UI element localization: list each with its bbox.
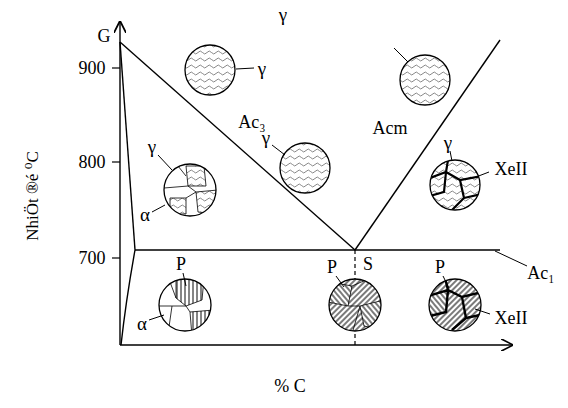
austenite-micro (400, 55, 450, 105)
phase-label: P (435, 258, 445, 276)
leader-line (443, 276, 449, 288)
point-label: S (363, 255, 373, 273)
axis-tick (112, 257, 120, 258)
austenite-ground (428, 158, 484, 214)
leader-lines (149, 48, 490, 320)
leader-line (183, 273, 186, 286)
line-label: Acm (373, 119, 408, 137)
phase-label: α (137, 314, 147, 333)
circle-outline (429, 279, 481, 331)
ac1-line (135, 249, 500, 250)
leader-line (236, 68, 254, 69)
axis-title: % C (274, 377, 306, 395)
gp-line (120, 42, 135, 250)
ac3-line (120, 42, 355, 250)
phase-label: α (140, 205, 150, 224)
ferrite-pearlite-micro (155, 275, 215, 336)
phase-label: P (176, 255, 186, 273)
austenite-cementite-micro (428, 158, 484, 214)
phase-label: γ (258, 59, 266, 78)
pearlite-grain (176, 278, 204, 306)
axis-tick-label: 900 (79, 59, 106, 77)
phase-label: γ (262, 128, 270, 147)
acm-line (355, 40, 500, 250)
grain-boundary (164, 166, 196, 198)
phase-label: XeII (495, 160, 528, 178)
ferrite-austenite-micro (160, 160, 220, 220)
leader-line (336, 276, 344, 287)
axis-tick (112, 67, 120, 68)
line-label: Ac₁ (527, 264, 554, 282)
leader-line (394, 48, 408, 62)
leader-line (152, 205, 165, 212)
phase-label: P (327, 258, 337, 276)
pearlite-cementite-micro (425, 275, 485, 335)
circle-outline (430, 160, 480, 210)
axis-tick-label: 700 (79, 249, 106, 267)
austenite-grain (170, 198, 186, 214)
circle-outline (159, 279, 211, 331)
axis-tick (112, 161, 120, 162)
leader-line (450, 151, 452, 161)
pearlite-grain (325, 275, 385, 335)
pearlite-grain (190, 310, 214, 336)
axis-title: NhiÖt ®é ⁰C (24, 151, 41, 241)
pearlite-micro (325, 275, 385, 335)
cementite-network (430, 160, 482, 210)
leader-line (158, 155, 172, 170)
phase-label: XeII (495, 309, 528, 327)
pearlite-grain (425, 275, 485, 335)
circle-outline (329, 279, 381, 331)
phase-label: γ (148, 137, 156, 156)
grain-boundary (348, 280, 366, 334)
cementite-network (428, 278, 484, 330)
austenite-micro (185, 45, 235, 95)
ferrite-ground (160, 160, 220, 220)
circle-outline (164, 164, 216, 216)
pq-line (121, 250, 135, 345)
phase-label: γ (444, 133, 452, 152)
axis-tick-label: 800 (79, 153, 106, 171)
leader-line (476, 172, 489, 177)
leader-line (149, 315, 164, 320)
grain-boundary (158, 282, 190, 334)
leader-line (272, 145, 285, 155)
austenite-micro (280, 143, 330, 193)
ferrite-ground (155, 275, 215, 335)
temperature-axis (119, 22, 120, 345)
austenite-grain (186, 166, 206, 186)
carbon-axis (120, 344, 512, 345)
leader-line (475, 309, 490, 314)
line-label: Ac₃ (238, 113, 265, 131)
leader-line (495, 251, 527, 266)
phase-label: γ (279, 5, 287, 24)
point-label: G (98, 27, 111, 45)
